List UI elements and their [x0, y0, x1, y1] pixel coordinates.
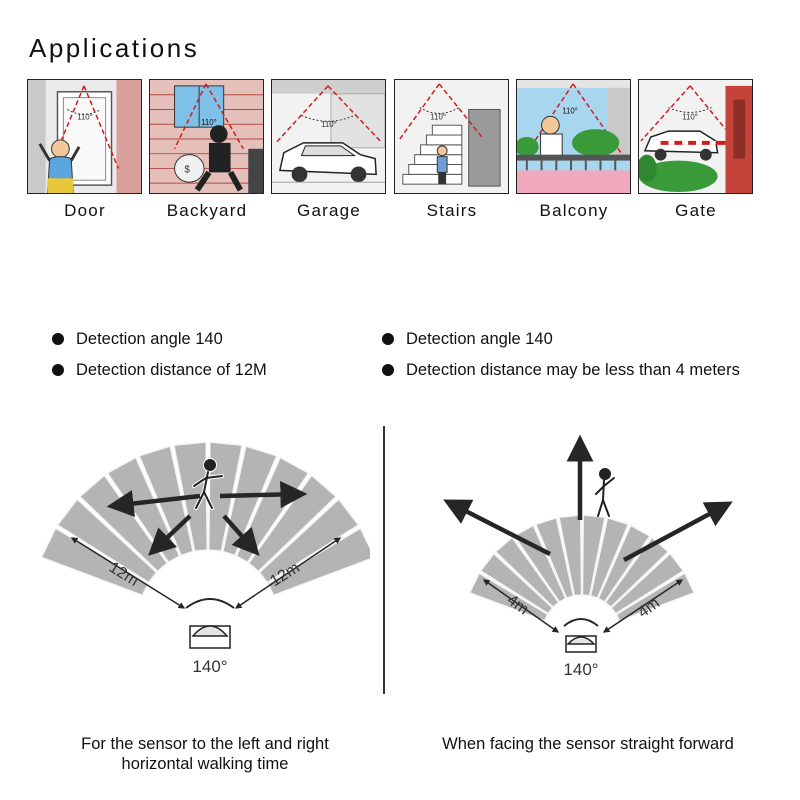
gate-illustration: 110° [638, 79, 753, 194]
stairs-angle-label: 110° [430, 112, 446, 121]
fan-segment [558, 514, 583, 597]
diagram-divider [383, 426, 385, 694]
left-spec-item: Detection angle 140 [52, 330, 223, 349]
walker-figure [595, 468, 615, 517]
balcony-illustration: 110° [516, 79, 631, 194]
backyard-angle-label: 110° [201, 118, 217, 127]
sensor-angle-label: 140° [192, 657, 227, 676]
balcony-angle-label: 110° [562, 106, 578, 115]
lateral-detection-diagram: 12m 12m 140° [40, 441, 370, 676]
application-label-door: Door [64, 201, 106, 220]
sensor-angle-label: 140° [563, 660, 598, 679]
lateral-caption: For the sensor to the left and right hor… [81, 735, 329, 773]
angle-arc [563, 618, 599, 627]
backyard-illustration: 110° $ [149, 79, 264, 194]
application-label-garage: Garage [297, 201, 361, 220]
bullet-icon [382, 364, 394, 376]
gate-angle-label: 110° [682, 112, 698, 121]
pir-sensor-icon [565, 635, 597, 653]
fan-segment [581, 514, 606, 597]
motion-arrow-forward-left [443, 499, 552, 557]
door-illustration: 110° [27, 79, 142, 194]
forward-detection-diagram: 4m 4m 140° [443, 434, 733, 679]
motion-arrow-right [219, 481, 308, 509]
distance-arrow-left [70, 537, 186, 609]
right-spec-item: Detection distance may be less than 4 me… [382, 361, 740, 380]
forward-caption: When facing the sensor straight forward [442, 735, 734, 753]
motion-arrow-forward-right [622, 501, 733, 562]
bullet-icon [52, 364, 64, 376]
motion-arrows [443, 434, 733, 562]
application-label-stairs: Stairs [426, 201, 478, 220]
distance-arrow-right [234, 537, 342, 609]
application-label-balcony: Balcony [539, 201, 609, 220]
angle-arc [185, 598, 235, 609]
pir-sensor-icon [189, 625, 231, 649]
garage-angle-label: 110° [321, 120, 337, 129]
motion-arrow-left [106, 490, 201, 517]
svg-text:$: $ [184, 164, 190, 175]
application-label-backyard: Backyard [166, 201, 248, 220]
bullet-icon [52, 333, 64, 345]
garage-illustration: 110° [271, 79, 386, 194]
applications-title: Applications [29, 33, 200, 63]
bullet-icon [382, 333, 394, 345]
distance-arrow-right [602, 579, 684, 633]
fan-segment [589, 516, 630, 600]
walker-figure [193, 459, 223, 509]
distance-arrow-left [482, 579, 560, 633]
application-label-gate: Gate [675, 201, 717, 220]
stairs-illustration: 110° [394, 79, 509, 194]
left-spec-item: Detection distance of 12M [52, 361, 267, 380]
fan-segment [534, 516, 575, 600]
door-angle-label: 110° [77, 112, 93, 121]
right-spec-item: Detection angle 140 [382, 330, 553, 349]
